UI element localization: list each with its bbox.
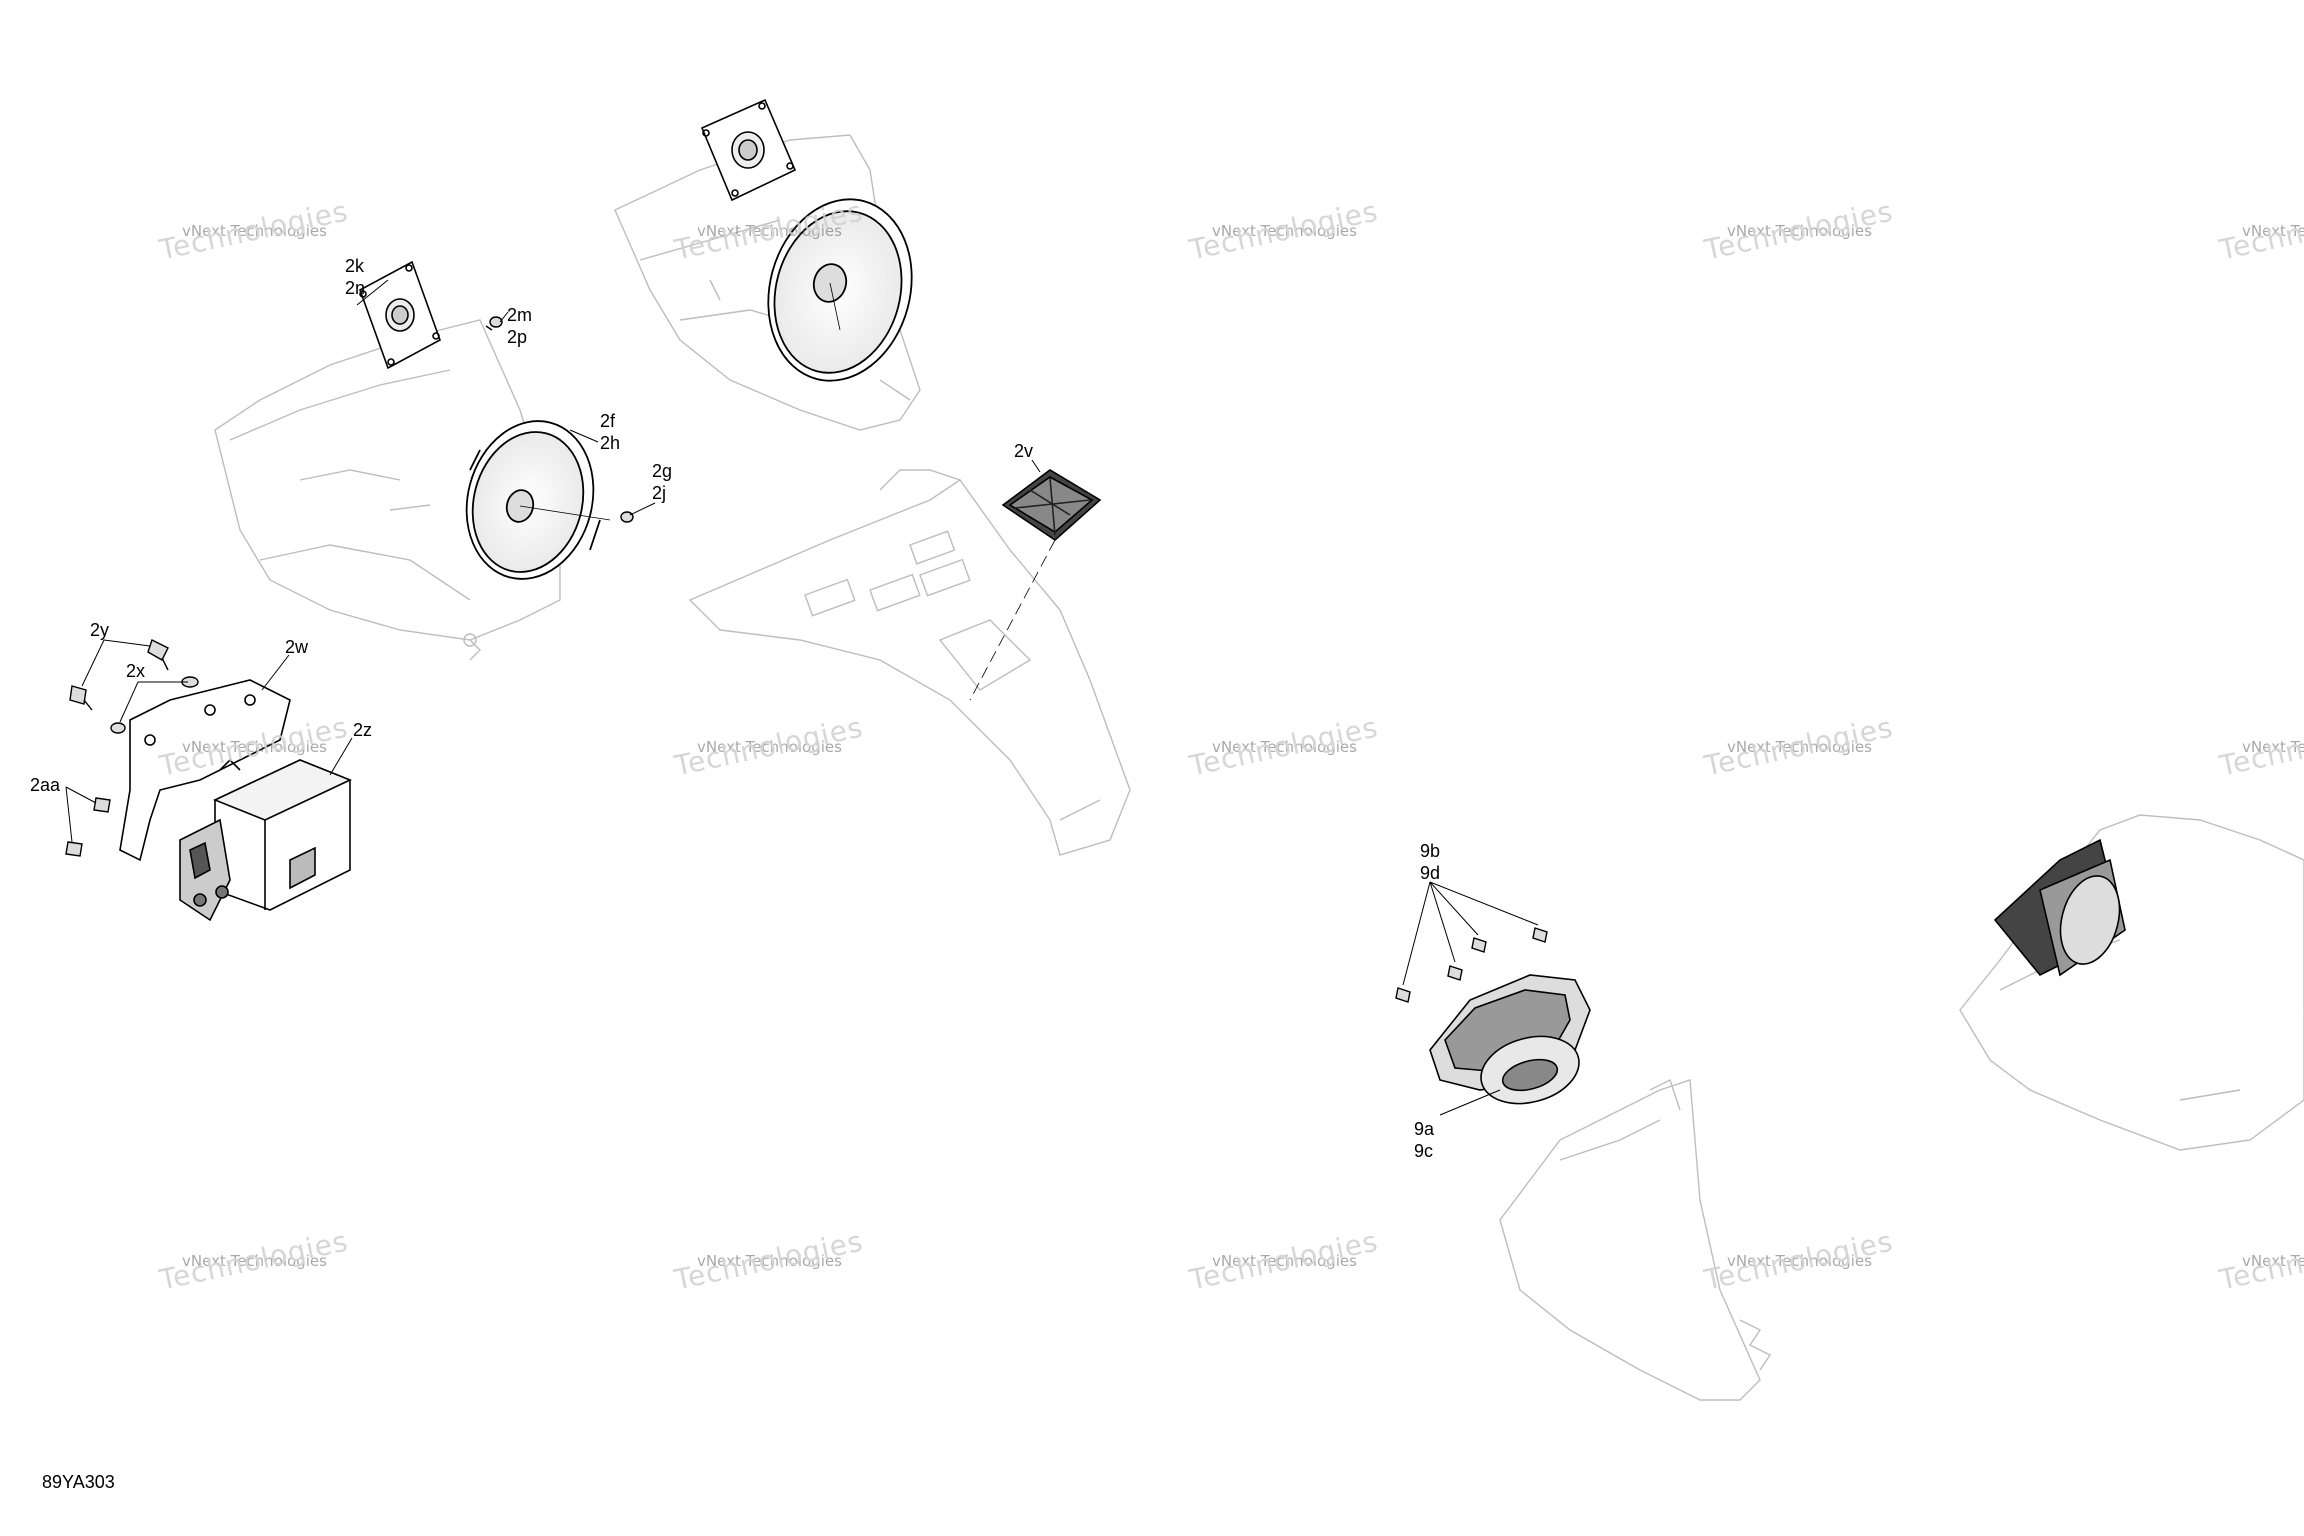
speaker-9a — [1429, 974, 1591, 1105]
callout-2g-2j: 2g 2j — [652, 460, 672, 504]
callout-label: 2p — [507, 327, 528, 347]
callout-label: 2n — [345, 278, 366, 298]
callout-label: 2g — [652, 461, 673, 481]
callout-2m-2p: 2m 2p — [507, 304, 532, 348]
amplifier-2z — [179, 759, 353, 922]
leader-lines — [65, 279, 1539, 1116]
woofer-left — [465, 420, 611, 580]
ghost-housing-left-door — [214, 319, 561, 661]
callout-label: 9b — [1420, 841, 1441, 861]
ghost-console — [688, 469, 1131, 856]
woofer-top — [767, 198, 913, 382]
speaker-right-edge — [1993, 838, 2126, 977]
callout-2aa: 2aa — [30, 774, 60, 796]
callout-2y: 2y — [90, 619, 109, 641]
tweeter-plate-top — [700, 98, 797, 202]
callout-label: 2y — [90, 620, 110, 640]
drawing-code: 89YA303 — [42, 1472, 115, 1492]
callout-2k-2n: 2k 2n — [345, 255, 365, 299]
callout-2z: 2z — [353, 719, 372, 741]
callout-label: 2w — [285, 637, 309, 657]
callout-2f-2h: 2f 2h — [600, 410, 620, 454]
callout-2v: 2v — [1014, 440, 1033, 462]
callout-2w: 2w — [285, 636, 308, 658]
callout-label: 2m — [507, 305, 533, 325]
callout-label: 2h — [600, 433, 621, 453]
ghost-right-housing — [1959, 814, 2304, 1151]
callout-label: 2f — [600, 411, 616, 431]
screw-2m — [485, 316, 503, 331]
callout-label: 2j — [652, 483, 667, 503]
callout-9b-9d: 9b 9d — [1420, 840, 1440, 884]
callout-9a-9c: 9a 9c — [1414, 1118, 1434, 1162]
grille-2v — [969, 469, 1102, 701]
screws-9b — [1395, 927, 1548, 1003]
callout-label: 2x — [126, 661, 146, 681]
callout-label: 9a — [1414, 1119, 1435, 1139]
bracket-2w — [119, 679, 291, 862]
callout-label: 2aa — [30, 775, 61, 795]
fasteners-bracket — [65, 639, 199, 857]
callout-2x: 2x — [126, 660, 145, 682]
tweeter-plate-left — [359, 260, 441, 370]
callout-label: 9c — [1414, 1141, 1434, 1161]
callout-label: 2v — [1014, 441, 1034, 461]
callout-label: 2z — [353, 720, 373, 740]
callout-label: 9d — [1420, 863, 1441, 883]
callout-label: 2k — [345, 256, 365, 276]
ghost-rear-panel — [1499, 1079, 1772, 1401]
screw-2g — [620, 511, 634, 523]
